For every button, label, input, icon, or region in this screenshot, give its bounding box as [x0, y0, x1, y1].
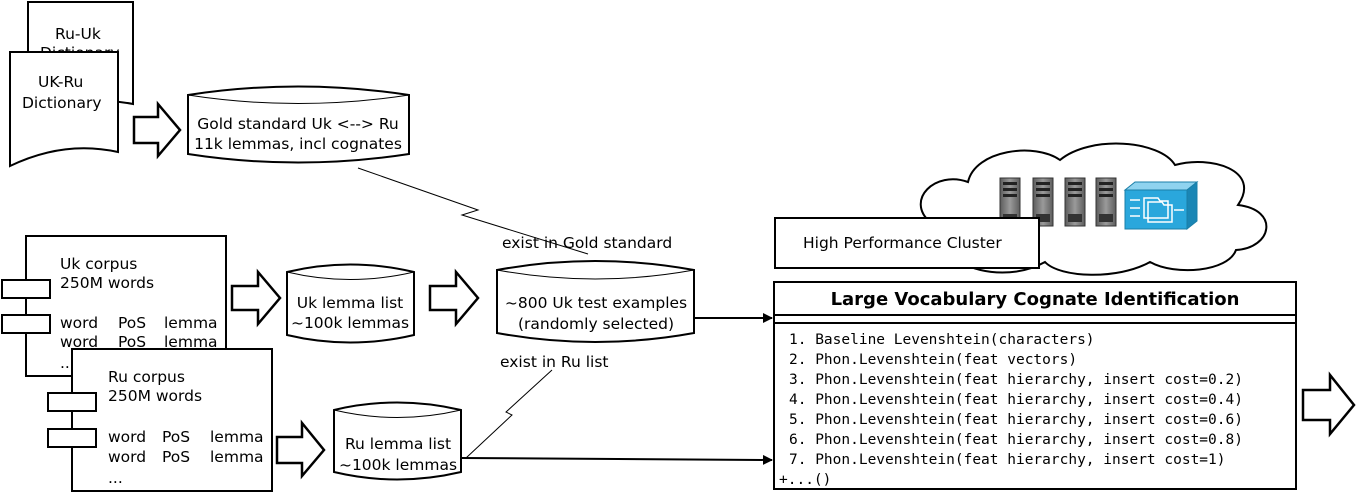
dict-to-gold-arrow	[132, 100, 182, 160]
uk-row1-lemma: lemma	[164, 314, 218, 332]
uk-ru-dictionary: UK-Ru Dictionary	[9, 51, 119, 168]
hpc-box: High Performance Cluster	[774, 217, 1040, 269]
ru-uk-dict-line1: Ru-Uk	[55, 25, 101, 43]
lvci-method-2: 2. Phon.Levenshtein(feat vectors)	[789, 352, 1077, 368]
ru-corpus-title: Ru corpus	[108, 368, 185, 386]
lvci-method-4: 4. Phon.Levenshtein(feat hierarchy, inse…	[789, 392, 1243, 408]
uk-lemma-to-test-arrow	[428, 268, 480, 328]
test-line1: ~800 Uk test examples	[505, 294, 687, 312]
uk-row1-pos: PoS	[118, 314, 146, 332]
network-device-icon	[1123, 180, 1199, 231]
ru-row2-lemma: lemma	[210, 448, 264, 466]
test-examples-database: ~800 Uk test examples (randomly selected…	[496, 260, 695, 343]
lvci-method-5: 5. Phon.Levenshtein(feat hierarchy, inse…	[789, 412, 1243, 428]
lvci-more: +...()	[779, 472, 831, 488]
uk-corpus-to-lemma-arrow	[230, 268, 282, 328]
ru-lemma-to-lvci-arrow	[460, 454, 773, 465]
gold-line1: Gold standard Uk <--> Ru	[197, 115, 398, 133]
server-icon	[1064, 177, 1086, 227]
ru-lemma-list-database: Ru lemma list ~100k lemmas	[333, 401, 462, 481]
ru-corpus-component: Ru corpus 250M words word PoS lemma word…	[47, 348, 273, 492]
lvci-output-arrow	[1301, 371, 1356, 438]
ru-lemma-line2: ~100k lemmas	[339, 456, 457, 474]
uk-row2-pos: PoS	[118, 333, 146, 351]
ru-corpus-size: 250M words	[108, 387, 202, 405]
uk-row1-word: word	[60, 314, 98, 332]
gold-standard-database: Gold standard Uk <--> Ru 11k lemmas, inc…	[187, 85, 410, 164]
uk-row2-word: word	[60, 333, 98, 351]
uk-lemma-line2: ~100k lemmas	[291, 314, 409, 332]
uk-corpus-title: Uk corpus	[60, 255, 137, 273]
uk-corpus-size: 250M words	[60, 274, 154, 292]
uk-lemma-list-database: Uk lemma list ~100k lemmas	[286, 263, 415, 344]
ru-row1-word: word	[108, 428, 146, 446]
uk-ellipsis: ..	[60, 354, 70, 372]
lvci-method-1: 1. Baseline Levenshtein(characters)	[789, 332, 1095, 348]
exist-ru-label: exist in Ru list	[500, 353, 608, 371]
ru-row2-word: word	[108, 448, 146, 466]
ru-row1-lemma: lemma	[210, 428, 264, 446]
gold-line2: 11k lemmas, incl cognates	[194, 135, 402, 153]
ru-row1-pos: PoS	[162, 428, 190, 446]
lvci-box: Large Vocabulary Cognate Identification …	[773, 281, 1297, 490]
uk-row2-lemma: lemma	[164, 333, 218, 351]
test-line2: (randomly selected)	[518, 315, 674, 333]
server-icon	[1095, 177, 1117, 227]
lvci-title: Large Vocabulary Cognate Identification	[831, 289, 1240, 310]
ru-ellipsis: ...	[108, 469, 123, 487]
uk-lemma-line1: Uk lemma list	[297, 294, 403, 312]
uk-ru-dict-line1: UK-Ru	[38, 73, 83, 91]
ru-lemma-to-test-connector	[465, 369, 553, 459]
lvci-method-3: 3. Phon.Levenshtein(feat hierarchy, inse…	[789, 372, 1243, 388]
ru-lemma-line1: Ru lemma list	[345, 435, 451, 453]
lvci-method-6: 6. Phon.Levenshtein(feat hierarchy, inse…	[789, 432, 1243, 448]
ru-row2-pos: PoS	[162, 448, 190, 466]
ru-corpus-to-lemma-arrow	[275, 419, 326, 480]
gold-to-test-connector	[357, 167, 589, 255]
uk-ru-dict-line2: Dictionary	[22, 94, 102, 112]
hpc-label: High Performance Cluster	[803, 234, 1002, 252]
exist-gold-label: exist in Gold standard	[502, 234, 672, 252]
lvci-method-7: 7. Phon.Levenshtein(feat hierarchy, inse…	[789, 452, 1226, 468]
